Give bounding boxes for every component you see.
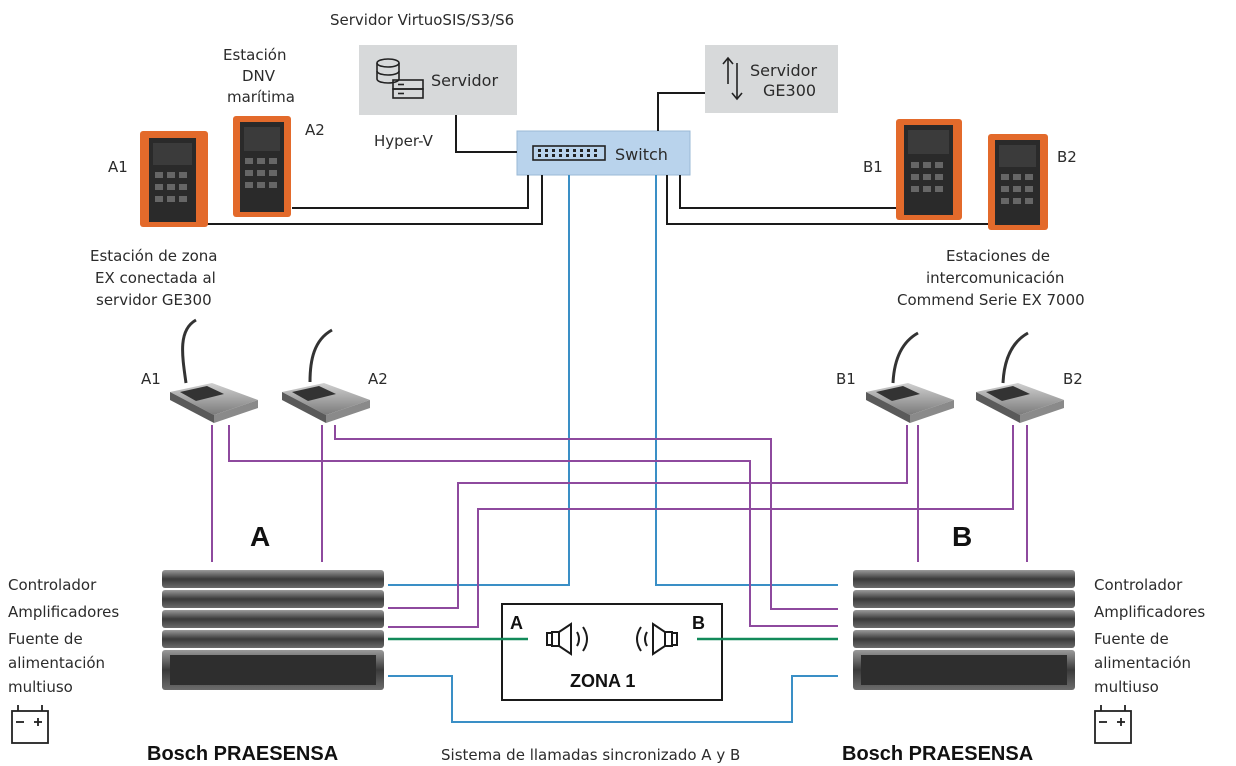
- rack-b-label-psu-2: alimentación: [1094, 654, 1191, 672]
- rack-b-label-psu-3: multiuso: [1094, 678, 1159, 696]
- zone-1-box: [501, 603, 723, 701]
- station-label-a1: A1: [108, 158, 128, 176]
- praesensa-rack-b: [853, 570, 1075, 690]
- intercom-caption-3: Commend Serie EX 7000: [897, 291, 1085, 309]
- switch-icon: [532, 145, 606, 161]
- call-station-b2: [976, 331, 1064, 423]
- callstation-label-a1: A1: [141, 370, 161, 388]
- rack-a-label-amplifiers: Amplificadores: [8, 603, 119, 621]
- intercom-station-b1: [896, 119, 962, 220]
- zone-side-b: B: [692, 613, 705, 633]
- loudspeaker-icon-b: [636, 622, 678, 656]
- battery-icon-right: [1094, 705, 1132, 744]
- call-station-b1: [866, 331, 954, 423]
- intercom-station-a1: [140, 131, 208, 227]
- zone-station-caption-1: Estación de zona: [90, 247, 218, 265]
- station-label-b2: B2: [1057, 148, 1077, 166]
- station-label-b1: B1: [863, 158, 883, 176]
- hyperv-label: Hyper-V: [374, 132, 434, 150]
- station-label-a2: A2: [305, 121, 325, 139]
- zone-station-caption-2: EX conectada al: [95, 269, 216, 287]
- callstation-label-a2: A2: [368, 370, 388, 388]
- bottom-left-title: Bosch PRAESENSA: [147, 743, 338, 765]
- bottom-right-title: Bosch PRAESENSA: [842, 743, 1033, 765]
- intercom-caption-1: Estaciones de: [946, 247, 1050, 265]
- callstation-links: [211, 425, 1028, 628]
- dnv-label-3: marítima: [227, 88, 295, 106]
- system-a-letter: A: [250, 521, 270, 552]
- dnv-label-2: DNV: [242, 67, 276, 85]
- virtuosis-server-box: Servidor: [359, 45, 517, 115]
- dnv-label-1: Estación: [223, 46, 286, 64]
- ge300-server-box: Servidor GE300: [705, 45, 838, 113]
- call-station-a2: [282, 328, 370, 423]
- rack-a-label-psu-3: multiuso: [8, 678, 73, 696]
- server-group-title: Servidor VirtuoSIS/S3/S6: [330, 11, 514, 29]
- rack-a-label-psu-2: alimentación: [8, 654, 105, 672]
- database-server-icon: [376, 58, 424, 99]
- rack-b-label-amplifiers: Amplificadores: [1094, 603, 1205, 621]
- rack-b-label-psu-1: Fuente de: [1094, 630, 1169, 648]
- zone-label: ZONA 1: [570, 671, 635, 691]
- zone-station-caption-3: servidor GE300: [96, 291, 212, 309]
- bottom-center-caption: Sistema de llamadas sincronizado A y B: [441, 746, 740, 764]
- praesensa-rack-a: [162, 570, 384, 690]
- loudspeaker-icon-a: [546, 622, 588, 656]
- network-links: [388, 175, 838, 723]
- ge300-server-label-2: GE300: [763, 81, 816, 100]
- callstation-label-b2: B2: [1063, 370, 1083, 388]
- zone-side-a: A: [510, 613, 523, 633]
- intercom-station-a2: [233, 116, 291, 217]
- call-station-a1: [170, 318, 258, 423]
- ge300-server-label-1: Servidor: [750, 61, 817, 80]
- rack-a-label-psu-1: Fuente de: [8, 630, 83, 648]
- server-box-label: Servidor: [431, 71, 498, 90]
- intercom-caption-2: intercomunicación: [926, 269, 1064, 287]
- arrows-updown-icon: [722, 56, 743, 101]
- rack-b-label-controller: Controlador: [1094, 576, 1183, 594]
- network-switch: Switch: [516, 130, 691, 176]
- switch-label: Switch: [615, 145, 668, 164]
- callstation-label-b1: B1: [836, 370, 856, 388]
- system-b-letter: B: [952, 521, 972, 552]
- black-links: [205, 92, 1000, 225]
- intercom-station-b2: [988, 134, 1048, 230]
- rack-a-label-controller: Controlador: [8, 576, 97, 594]
- battery-icon-left: [11, 705, 49, 744]
